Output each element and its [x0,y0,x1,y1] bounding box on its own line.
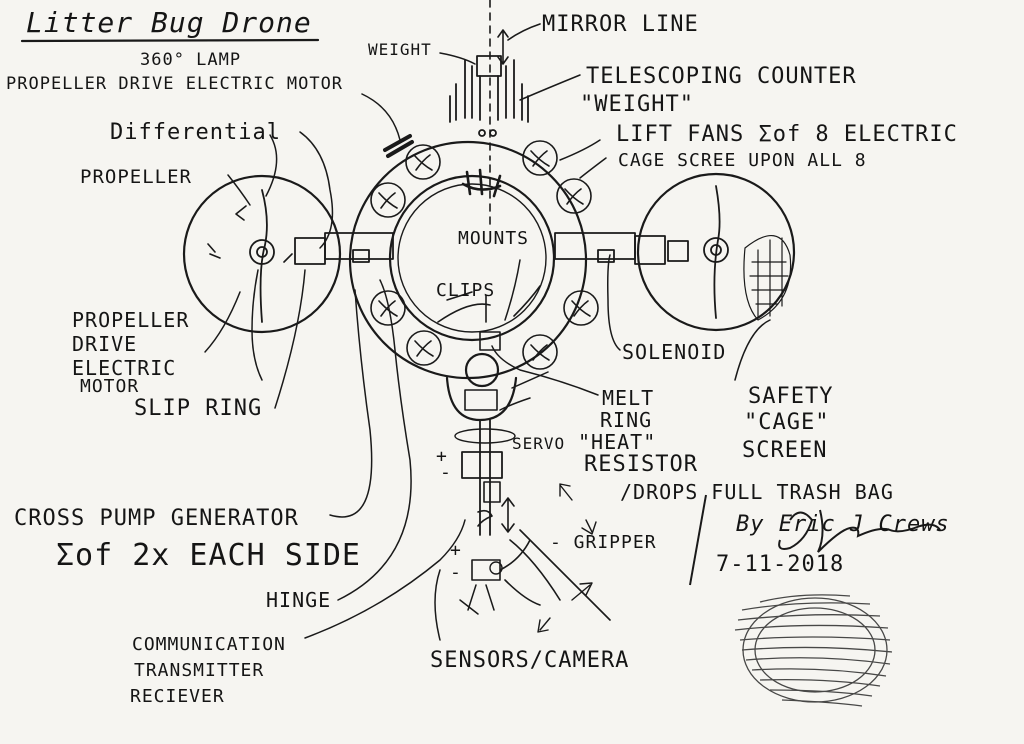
mounts [461,168,502,198]
label-date: 7-11-2018 [716,552,845,577]
weight-leader [439,52,476,65]
label-minus-servo: - [440,462,452,483]
label-sensors: SENSORS/CAMERA [430,648,630,673]
label-telescoping-1: TELESCOPING COUNTER [586,64,857,89]
label-propeller-drive-2: DRIVE [72,332,138,356]
label-minus-gripper: - [450,562,462,583]
latch-block [479,331,501,351]
label-plus-servo: + [436,446,448,467]
label-melt-ring-2: RING [600,408,653,432]
left-propeller-blade [259,189,268,323]
lower-hub [464,352,500,388]
label-comm-3: RECIEVER [130,686,225,707]
lift-fans [370,140,599,370]
gripper-assembly [471,529,611,621]
label-propeller: PROPELLER [80,166,192,188]
label-lamp: 360° LAMP [140,50,242,70]
label-gripper: - GRIPPER [550,532,657,553]
label-plus-gripper: + [450,540,462,561]
inner-ring-2 [397,183,547,333]
label-melt-ring-3: "HEAT" [578,430,657,454]
label-melt-ring-4: RESISTOR [584,452,698,477]
label-signature: By Eric J Crews [736,512,950,537]
label-differential: Differential [110,120,281,145]
label-slip-ring: SLIP RING [134,396,263,421]
label-weight: WEIGHT [368,40,432,59]
left-arm [294,232,394,265]
label-hinge: HINGE [266,588,332,612]
label-melt-ring-1: MELT [602,386,655,410]
signature-scribble [778,509,941,553]
title-underline [20,38,320,43]
label-comm-1: COMMUNICATION [132,634,286,655]
label-lift-fans: LIFT FANS Σof 8 ELECTRIC [616,122,958,147]
label-propeller-drive-1: PROPELLER [72,308,190,332]
lamp-patch [383,134,414,158]
label-cage-screen-top: CAGE SCREE UPON ALL 8 [618,150,867,171]
spring [477,497,515,533]
servo-body [461,451,503,479]
label-mirror-line: MIRROR LINE [542,12,699,37]
label-clips: CLIPS [436,280,496,301]
mirror-arrow [497,29,509,65]
label-safety-2: "CAGE" [744,410,830,435]
label-propeller-drive-4: MOTOR [80,376,140,397]
label-sum-2x: Σof 2x EACH SIDE [56,538,361,573]
label-drops: /DROPS FULL TRASH BAG [620,480,894,504]
label-propeller-drive-3: ELECTRIC [72,356,177,380]
label-propeller-motor-top: PROPELLER DRIVE ELECTRIC MOTOR [6,74,344,94]
label-servo: SERVO [512,434,566,453]
label-safety-1: SAFETY [748,384,834,409]
label-cross-pump: CROSS PUMP GENERATOR [14,506,299,531]
telescoping-leader [519,74,581,101]
right-arm [554,232,689,265]
label-safety-3: SCREEN [742,438,828,463]
label-solenoid: SOLENOID [622,340,727,364]
right-propeller-blade [713,185,721,319]
label-mounts: MOUNTS [458,228,530,249]
counter-weight [449,55,529,137]
label-comm-2: TRANSMITTER [134,660,265,681]
inner-ring [388,174,556,342]
clip-link [437,285,541,323]
right-cage-mesh [743,234,792,321]
left-propeller-cage [182,174,342,334]
mirror-leader [507,23,541,41]
gripper-arrows [537,483,597,633]
label-telescoping-2: "WEIGHT" [580,92,694,117]
diagram-title: Litter Bug Drone [26,6,312,39]
right-propeller-cage [636,172,796,332]
